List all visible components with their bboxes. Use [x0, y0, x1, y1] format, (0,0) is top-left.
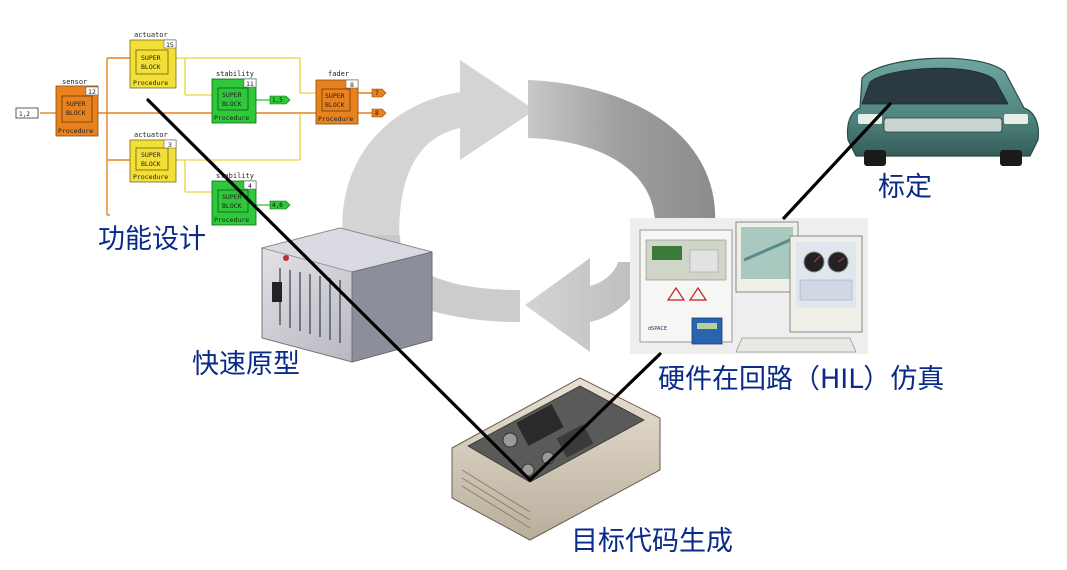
- cycle-arrow-top: [342, 60, 535, 255]
- svg-text:15: 15: [166, 41, 174, 49]
- svg-text:BLOCK: BLOCK: [141, 63, 161, 71]
- stability-block-top: stability 11 SUPER BLOCK Procedure: [211, 70, 257, 124]
- svg-text:Procedure: Procedure: [133, 79, 168, 87]
- svg-text:dSPACE: dSPACE: [648, 326, 667, 332]
- svg-text:12: 12: [88, 88, 96, 96]
- svg-text:Procedure: Procedure: [58, 127, 93, 135]
- svg-text:SUPER: SUPER: [325, 92, 345, 100]
- svg-text:SUPER: SUPER: [141, 151, 161, 159]
- output-port-4: 8: [371, 108, 387, 118]
- svg-text:4,6: 4,6: [272, 202, 283, 209]
- connector-design-to-ecu: [146, 98, 532, 482]
- svg-text:7: 7: [375, 90, 379, 97]
- simulink-model: 1,2 sensor 12 SUPER BLOCK Procedure actu…: [15, 31, 387, 226]
- actuator-block-bottom: actuator 3 SUPER BLOCK Procedure: [129, 131, 177, 183]
- svg-text:fader: fader: [328, 70, 349, 78]
- svg-text:Procedure: Procedure: [214, 216, 249, 224]
- input-port: [15, 107, 39, 119]
- actuator-block-top: actuator 15 SUPER BLOCK Procedure: [129, 31, 177, 89]
- output-port-2: 4,6: [269, 200, 291, 210]
- cycle-arrow-right: [528, 80, 716, 225]
- svg-text:11: 11: [246, 80, 254, 88]
- svg-text:BLOCK: BLOCK: [222, 100, 242, 108]
- input-port-label: 1,2: [19, 111, 30, 118]
- ecu-board-image: [451, 377, 661, 541]
- connector-ecu-to-hil: [528, 352, 662, 482]
- sensor-block: sensor 12 SUPER BLOCK Procedure: [55, 78, 99, 137]
- svg-text:8: 8: [375, 110, 379, 117]
- cycle-arrow-bottom: [525, 258, 650, 352]
- svg-text:BLOCK: BLOCK: [222, 202, 242, 210]
- svg-text:BLOCK: BLOCK: [325, 101, 345, 109]
- fader-block: fader 8 SUPER BLOCK Procedure: [315, 70, 359, 125]
- stage-label-function-design: 功能设计: [98, 224, 206, 255]
- output-port-3: 7: [371, 88, 387, 98]
- svg-text:BLOCK: BLOCK: [66, 109, 86, 117]
- svg-text:stability: stability: [216, 70, 254, 78]
- output-port-1: 1,5: [269, 95, 291, 105]
- svg-text:1,5: 1,5: [272, 97, 283, 104]
- connector-hil-to-car: [782, 102, 892, 220]
- svg-text:8: 8: [350, 81, 354, 89]
- svg-text:stability: stability: [216, 172, 254, 180]
- stability-block-bottom: stability 4 SUPER BLOCK Procedure: [211, 172, 257, 226]
- svg-text:3: 3: [168, 141, 172, 149]
- stage-label-code-generation: 目标代码生成: [571, 526, 733, 557]
- hil-setup-image: dSPACE: [630, 218, 868, 354]
- rapid-prototyping-rack-image: [260, 227, 433, 363]
- svg-text:BLOCK: BLOCK: [141, 160, 161, 168]
- car-image: [846, 57, 1040, 166]
- svg-text:4: 4: [248, 182, 252, 190]
- svg-text:sensor: sensor: [62, 78, 87, 86]
- stage-label-hil-simulation: 硬件在回路（HIL）仿真: [658, 364, 945, 395]
- svg-text:SUPER: SUPER: [66, 100, 86, 108]
- svg-text:Procedure: Procedure: [318, 115, 353, 123]
- svg-text:actuator: actuator: [134, 131, 168, 139]
- stage-label-rapid-prototyping: 快速原型: [192, 349, 300, 380]
- svg-text:Procedure: Procedure: [133, 173, 168, 181]
- svg-text:SUPER: SUPER: [222, 91, 242, 99]
- svg-text:Procedure: Procedure: [214, 114, 249, 122]
- stage-label-calibration: 标定: [878, 172, 932, 203]
- svg-text:SUPER: SUPER: [222, 193, 242, 201]
- svg-text:SUPER: SUPER: [141, 54, 161, 62]
- connector-lines: [146, 98, 892, 482]
- svg-text:actuator: actuator: [134, 31, 168, 39]
